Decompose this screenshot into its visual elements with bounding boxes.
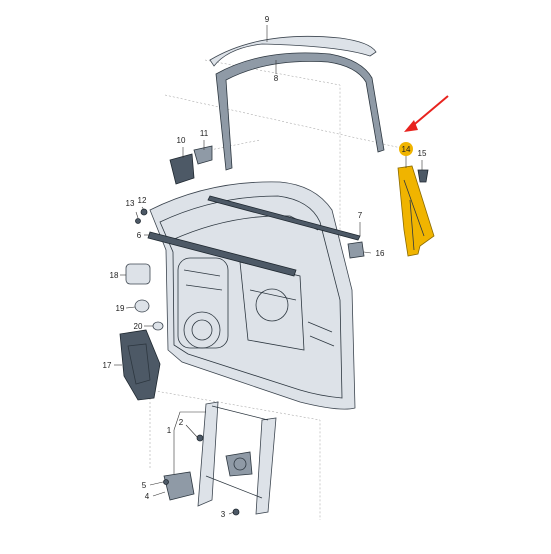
bolt-2 (196, 434, 204, 442)
callout-20: 20 (134, 322, 143, 331)
callout-18: 18 (110, 271, 119, 280)
callout-8: 8 (274, 74, 279, 83)
cover-plate-18 (125, 263, 151, 285)
callout-15: 15 (418, 149, 427, 158)
callout-11: 11 (200, 129, 209, 138)
rear-guide-rail-14 (397, 165, 435, 257)
plug-20 (152, 321, 164, 331)
callout-13: 13 (126, 199, 135, 208)
screw-13 (135, 218, 141, 224)
bolt-3 (232, 508, 240, 516)
mirror-trim-11 (193, 145, 213, 165)
callout-3: 3 (221, 510, 226, 519)
callout-19: 19 (116, 304, 125, 313)
callout-16: 16 (376, 249, 385, 258)
pointer-arrow (404, 95, 449, 132)
leader-lines (114, 25, 423, 515)
speaker-cover-17 (119, 329, 161, 401)
motor-4 (163, 471, 195, 501)
window-regulator-1 (197, 401, 277, 515)
clip-15 (417, 169, 429, 183)
callout-17: 17 (103, 361, 112, 370)
callout-9: 9 (265, 15, 270, 24)
callout-labels: 9 8 10 11 13 12 14 15 7 6 16 18 19 20 17… (103, 15, 427, 519)
plug-19 (134, 299, 150, 313)
callout-7: 7 (358, 211, 363, 220)
callout-5: 5 (142, 481, 147, 490)
callout-6: 6 (137, 231, 142, 240)
outer-weatherstrip-6 (147, 231, 297, 277)
bolt-5 (163, 479, 169, 485)
screw-12 (140, 208, 148, 216)
belt-moulding-7 (207, 195, 361, 241)
callout-4: 4 (145, 492, 150, 501)
highlight-badge-14 (399, 142, 413, 156)
window-channel-8 (215, 52, 385, 171)
block-16 (347, 241, 365, 259)
mirror-mount-10 (169, 153, 195, 185)
callout-10: 10 (177, 136, 186, 145)
window-frame-seal-9 (209, 35, 377, 67)
callout-1: 1 (167, 426, 172, 435)
callout-14: 14 (402, 145, 411, 154)
door-shell (149, 181, 356, 410)
callout-12: 12 (138, 196, 147, 205)
callout-2: 2 (179, 418, 184, 427)
